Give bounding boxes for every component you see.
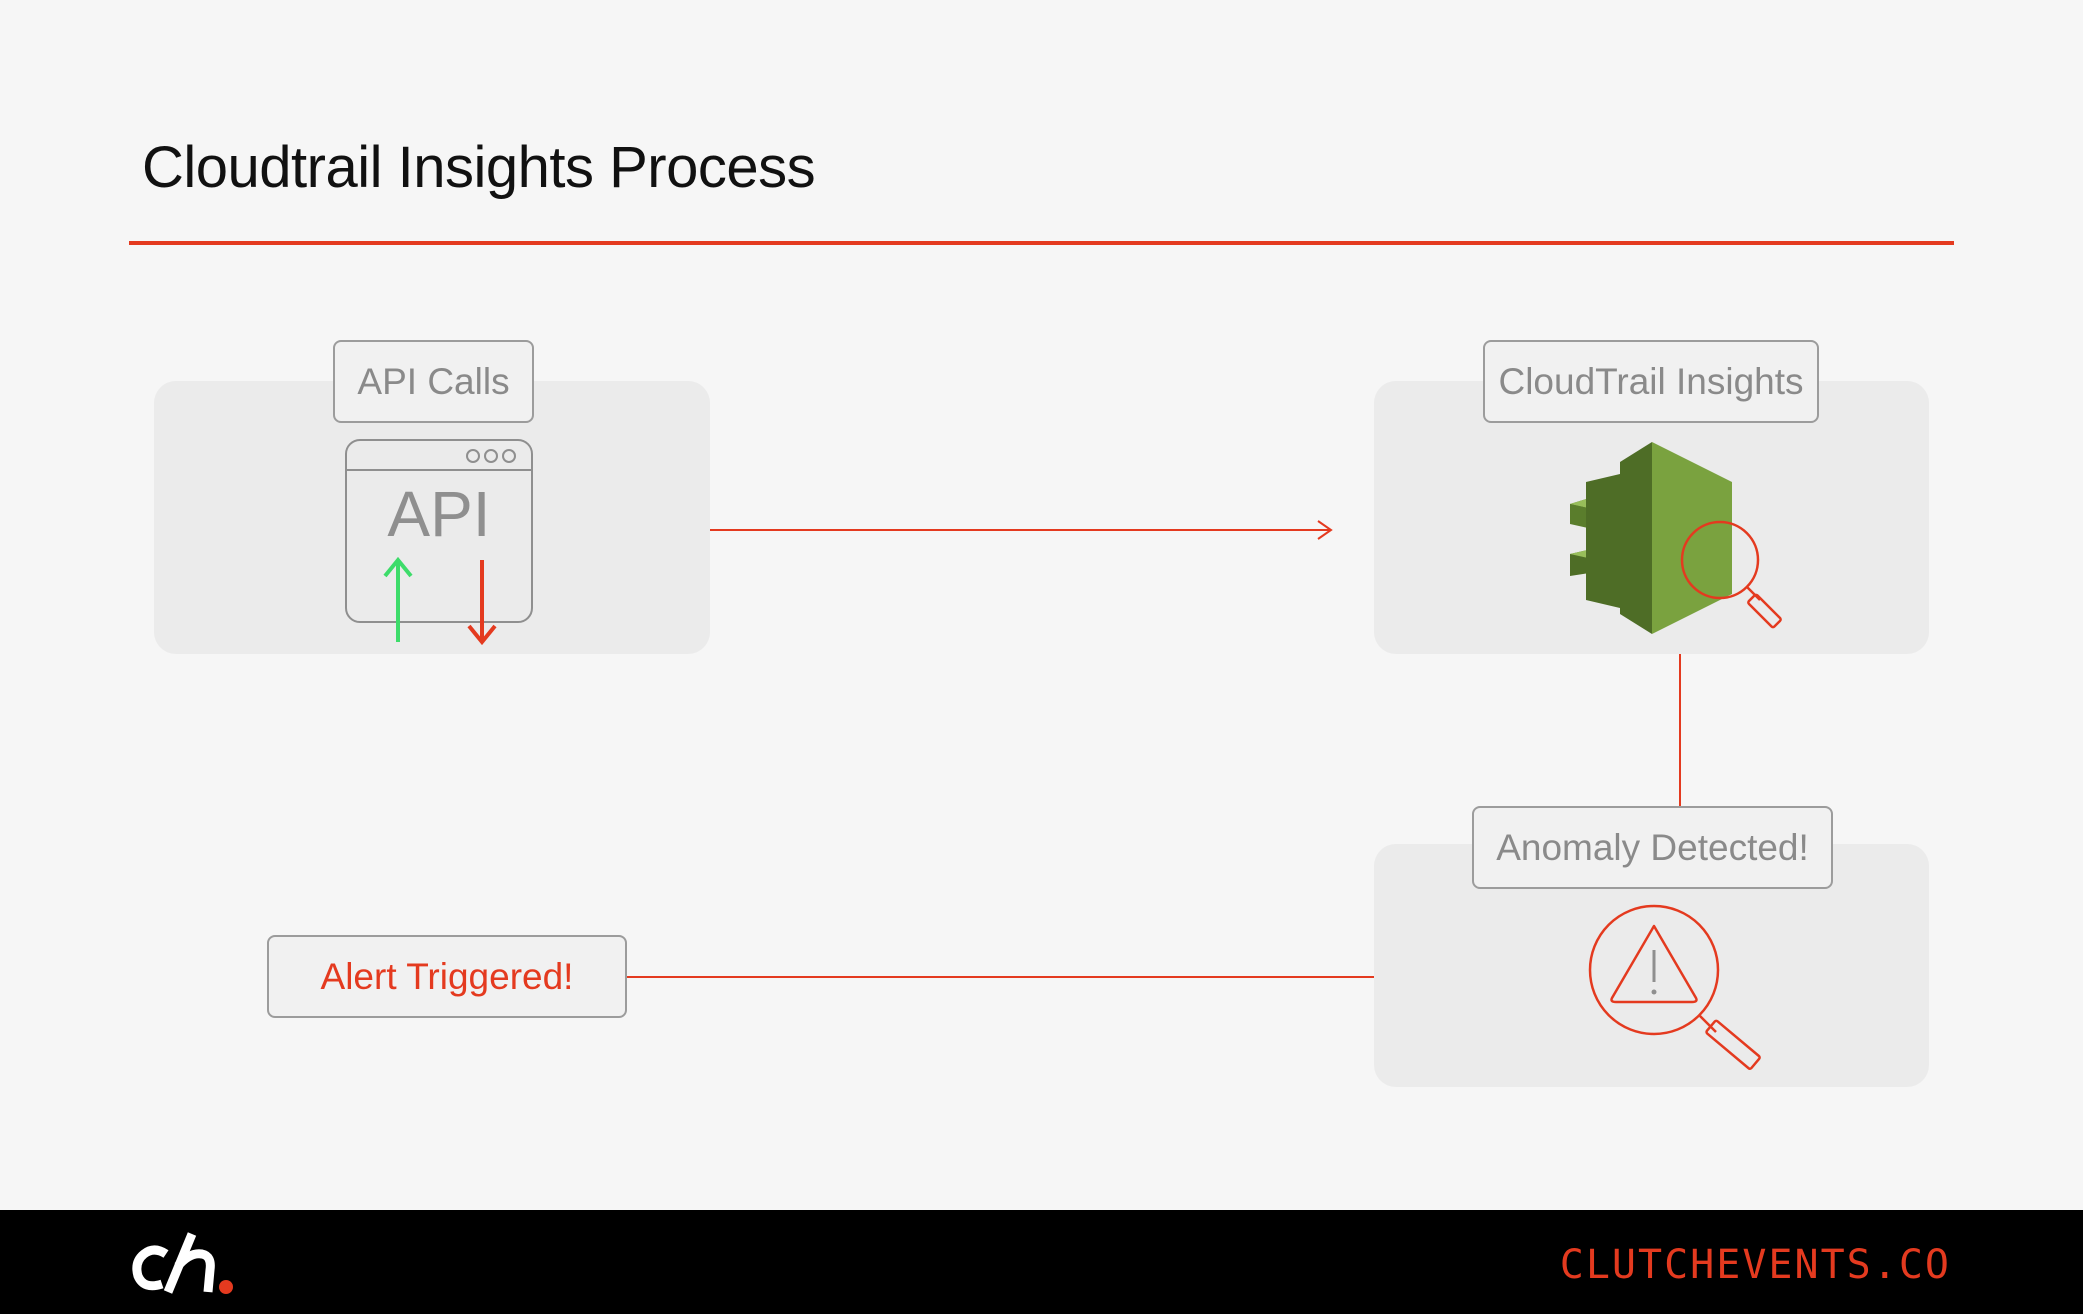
footer-url-link[interactable]: CLUTCHEVENTS.CO xyxy=(1559,1242,1951,1288)
anomaly-detected-label: Anomaly Detected! xyxy=(1472,806,1833,889)
warning-magnifier-icon xyxy=(1588,904,1761,1070)
footer-bar: CLUTCHEVENTS.CO xyxy=(0,1210,2083,1314)
browser-window-icon: API xyxy=(345,439,533,646)
down-arrow-icon xyxy=(467,560,497,646)
api-calls-label: API Calls xyxy=(333,340,534,423)
alert-triggered-label: Alert Triggered! xyxy=(267,935,627,1018)
aws-cloudtrail-icon xyxy=(1570,442,1782,634)
page-title: Cloudtrail Insights Process xyxy=(142,135,816,200)
up-arrow-icon xyxy=(383,556,413,642)
connector-api-to-cloudtrail xyxy=(710,520,1333,540)
api-window-text: API xyxy=(387,478,490,550)
clutch-logo-icon xyxy=(132,1232,233,1294)
title-divider xyxy=(129,241,1954,245)
magnifier-icon xyxy=(1680,520,1782,629)
api-calls-panel xyxy=(154,381,710,654)
cloudtrail-insights-label: CloudTrail Insights xyxy=(1483,340,1819,423)
